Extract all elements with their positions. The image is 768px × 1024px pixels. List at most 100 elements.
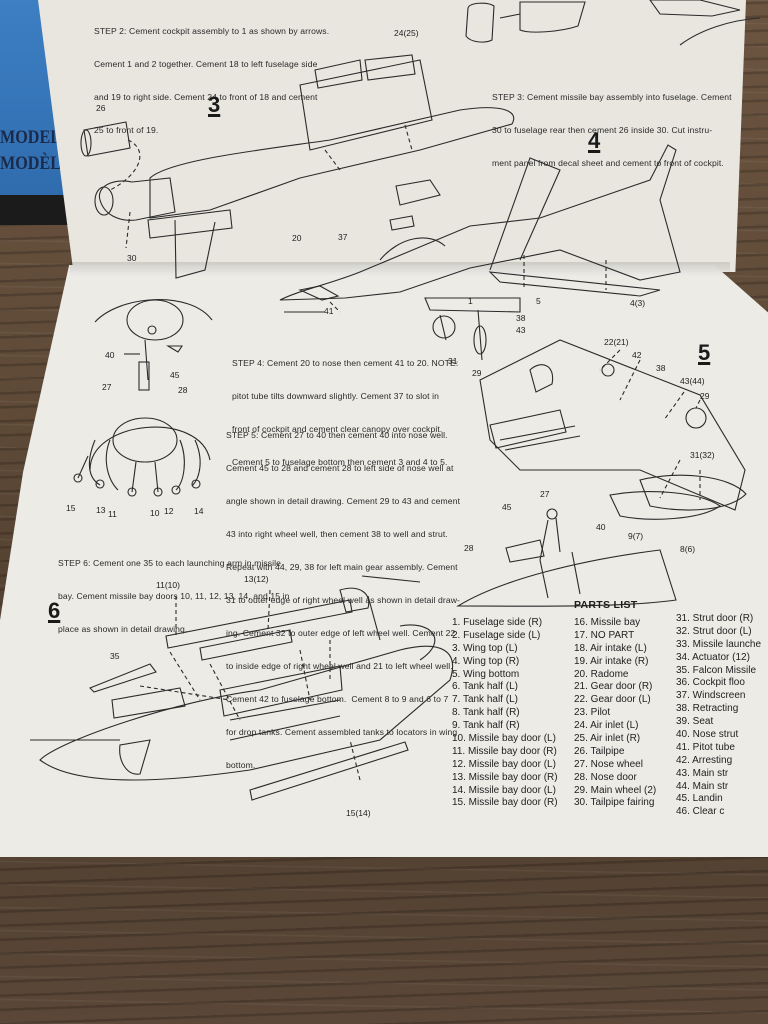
step3-line: ment panel from decal sheet and cement t… bbox=[492, 158, 724, 168]
step6-number: 6 bbox=[48, 598, 61, 623]
part-item: 18. Air intake (L) bbox=[574, 642, 647, 654]
part-item: 4. Wing top (R) bbox=[452, 655, 520, 667]
step6-line: STEP 6: Cement one 35 to each launching … bbox=[58, 558, 282, 568]
step5-drawing bbox=[479, 339, 747, 520]
step5-line: Cement 42 to fuselage bottom. Cement 8 t… bbox=[226, 694, 449, 704]
step6-line: place as shown in detail drawing. bbox=[58, 624, 188, 634]
step5-line: angle shown in detail drawing. Cement 29… bbox=[226, 496, 461, 506]
callout-42: 42 bbox=[632, 350, 642, 360]
callout-29: 29 bbox=[472, 368, 482, 378]
step3-text: STEP 3: Cement missile bay assembly into… bbox=[492, 70, 732, 180]
callout-11-10: 11(10) bbox=[156, 580, 180, 590]
step5-line: 31 to outer edge of right wheel well as … bbox=[226, 595, 460, 605]
callout-12: 12 bbox=[164, 506, 174, 516]
callout-27: 27 bbox=[102, 382, 112, 392]
part-item: 9. Tank half (R) bbox=[452, 720, 520, 732]
step4-line: front of cockpit and cement clear canopy… bbox=[232, 424, 443, 434]
step4-number: 4 bbox=[588, 128, 601, 153]
step5-number: 5 bbox=[698, 340, 711, 365]
callout-13-12: 13(12) bbox=[244, 574, 269, 584]
part-item: 37. Windscreen bbox=[676, 690, 746, 702]
step5-line: for drop tanks. Cement assembled tanks t… bbox=[226, 727, 458, 737]
step4-line: STEP 4: Cement 20 to nose then cement 41… bbox=[232, 358, 459, 368]
part-item: 25. Air inlet (R) bbox=[574, 733, 641, 745]
callout-15-14: 15(14) bbox=[346, 808, 371, 818]
part-item: 34. Actuator (12) bbox=[676, 651, 750, 663]
part-item: 17. NO PART bbox=[574, 629, 635, 641]
wheel-well-detail bbox=[73, 417, 211, 497]
step4-drawing bbox=[279, 144, 681, 361]
part-item: 6. Tank half (L) bbox=[452, 681, 518, 693]
part-item: 7. Tank half (L) bbox=[452, 694, 518, 706]
part-item: 32. Strut door (L) bbox=[676, 625, 752, 637]
part-item: 42. Arresting bbox=[676, 754, 733, 766]
step2-line: and 19 to right side. Cement 24 to front… bbox=[94, 92, 318, 102]
step5-line: Cement 45 to 28 and cement 28 to left si… bbox=[226, 463, 454, 473]
detail-callout-45: 45 bbox=[502, 502, 512, 512]
part-item: 30. Tailpipe fairing bbox=[574, 797, 655, 809]
part-item: 21. Gear door (R) bbox=[574, 681, 653, 693]
nose-detail bbox=[456, 508, 677, 607]
step4-text: STEP 4: Cement 20 to nose then cement 41… bbox=[232, 336, 458, 479]
callout-22: 22(21) bbox=[604, 337, 629, 347]
part-item: 10. Missile bay door (L) bbox=[452, 733, 556, 745]
callout-8-6: 8(6) bbox=[680, 544, 696, 554]
part-item: 13. Missile bay door (R) bbox=[452, 771, 558, 783]
callout-31: 31 bbox=[448, 356, 458, 366]
part-item: 43. Main str bbox=[676, 767, 729, 779]
part-item: 23. Pilot bbox=[574, 707, 611, 719]
step5-line: ing. Cement 32 to outer edge of left whe… bbox=[226, 628, 456, 638]
step6-drawing bbox=[30, 575, 454, 801]
part-item: 39. Seat bbox=[676, 716, 714, 728]
detail-callout-28: 28 bbox=[464, 543, 474, 553]
part-item: 33. Missile launche bbox=[676, 638, 762, 650]
callout-1: 1 bbox=[468, 296, 473, 306]
part-item: 45. Landin bbox=[676, 793, 723, 805]
part-item: 41. Pitot tube bbox=[676, 741, 735, 753]
parts-list-col3: 31. Strut door (R) 32. Strut door (L) 33… bbox=[676, 613, 768, 819]
part-item: 31. Strut door (R) bbox=[676, 613, 754, 624]
parts-list-title: PARTS LIST bbox=[574, 599, 638, 611]
part-item: 27. Nose wheel bbox=[574, 758, 643, 770]
step5-text: STEP 5: Cement 27 to 40 then cement 40 i… bbox=[226, 408, 460, 782]
callout-15: 15 bbox=[66, 503, 76, 513]
instruction-page-top bbox=[38, 0, 746, 272]
callout-30: 30 bbox=[127, 253, 137, 263]
callout-43: 43 bbox=[516, 325, 526, 335]
callout-40: 40 bbox=[105, 350, 115, 360]
part-item: 5. Wing bottom bbox=[452, 668, 520, 680]
callout-29b: 29 bbox=[700, 391, 710, 401]
part-item: 2. Fuselage side (L) bbox=[452, 629, 541, 641]
instruction-page-bottom bbox=[0, 265, 768, 857]
part-item: 11. Missile bay door (R) bbox=[452, 745, 557, 757]
callout-41: 41 bbox=[324, 306, 334, 316]
step3-line: 30 to fuselage rear then cement 26 insid… bbox=[492, 125, 713, 135]
step4-line: pitot tube tilts downward slightly. Ceme… bbox=[232, 391, 440, 401]
box-label-line-2: MODÈLE bbox=[0, 153, 72, 174]
part-item: 28. Nose door bbox=[574, 771, 637, 783]
part-item: 8. Tank half (R) bbox=[452, 707, 520, 719]
part-item: 19. Air intake (R) bbox=[574, 655, 649, 667]
parts-list-col2: 16. Missile bay 17. NO PART 18. Air inta… bbox=[574, 617, 656, 810]
part-item: 12. Missile bay door (L) bbox=[452, 758, 556, 770]
callout-28: 28 bbox=[178, 385, 188, 395]
callout-35: 35 bbox=[110, 651, 120, 661]
detail-callout-27: 27 bbox=[540, 489, 550, 499]
part-item: 26. Tailpipe bbox=[574, 745, 625, 757]
step3-line: STEP 3: Cement missile bay assembly into… bbox=[492, 92, 732, 102]
part-item: 38. Retracting bbox=[676, 703, 739, 715]
part-item: 40. Nose strut bbox=[676, 729, 739, 741]
step6-line: bay. Cement missile bay doors 10, 11, 12… bbox=[58, 591, 290, 601]
step2-line: STEP 2: Cement cockpit assembly to 1 as … bbox=[94, 26, 330, 36]
part-item: 14. Missile bay door (L) bbox=[452, 784, 556, 796]
box-label: MODEL MODÈLE bbox=[0, 125, 72, 177]
part-item: 35. Falcon Missile bbox=[676, 664, 757, 676]
part-item: 24. Air inlet (L) bbox=[574, 720, 639, 732]
callout-14: 14 bbox=[194, 506, 204, 516]
detail-callout-40: 40 bbox=[596, 522, 606, 532]
callout-20: 20 bbox=[292, 233, 302, 243]
callout-9-7: 9(7) bbox=[628, 531, 644, 541]
part-item: 44. Main str bbox=[676, 780, 729, 792]
step2-drawing bbox=[465, 0, 761, 46]
part-item: 46. Clear c bbox=[676, 806, 725, 818]
